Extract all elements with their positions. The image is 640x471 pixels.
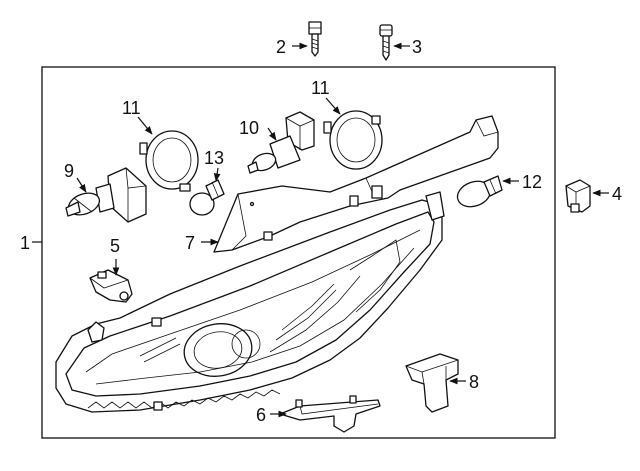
part-11-dust-cap-left [139, 130, 199, 192]
part-12-signal-bulb [456, 175, 503, 208]
part-4-clip [565, 179, 591, 213]
part-3-screw [379, 24, 393, 61]
leader-9 [76, 177, 87, 193]
callout-5: 5 [110, 236, 120, 256]
assembly-boundary-box [41, 66, 556, 439]
part-11-dust-cap-right [323, 110, 383, 170]
leader-10 [267, 127, 277, 141]
callout-12: 12 [522, 172, 542, 192]
part-7-upper-cover [213, 115, 499, 253]
callout-1: 1 [20, 233, 30, 253]
callout-2: 2 [276, 37, 286, 57]
callout-13: 13 [204, 148, 224, 168]
part-6-lower-bracket [279, 395, 381, 433]
part-5-bracket [89, 269, 133, 303]
callout-4: 4 [612, 184, 622, 204]
callout-8: 8 [469, 372, 479, 392]
part-10-high-beam-bulb [247, 111, 315, 174]
callout-10: 10 [239, 118, 259, 138]
part-9-low-beam-bulb [65, 167, 147, 223]
callout-6: 6 [256, 405, 266, 425]
callout-9: 9 [64, 161, 74, 181]
callout-11-right: 11 [311, 78, 330, 98]
leader-11a [137, 116, 153, 135]
part-13-small-bulb [189, 179, 225, 216]
part-2-bolt [308, 21, 322, 57]
leader-13 [213, 167, 221, 182]
callout-11-left: 11 [122, 98, 141, 118]
callout-3: 3 [412, 37, 422, 57]
leader-11b [325, 97, 341, 115]
headlamp-housing [55, 191, 445, 413]
part-8-mount-bracket [405, 353, 459, 413]
callout-7: 7 [185, 233, 195, 253]
